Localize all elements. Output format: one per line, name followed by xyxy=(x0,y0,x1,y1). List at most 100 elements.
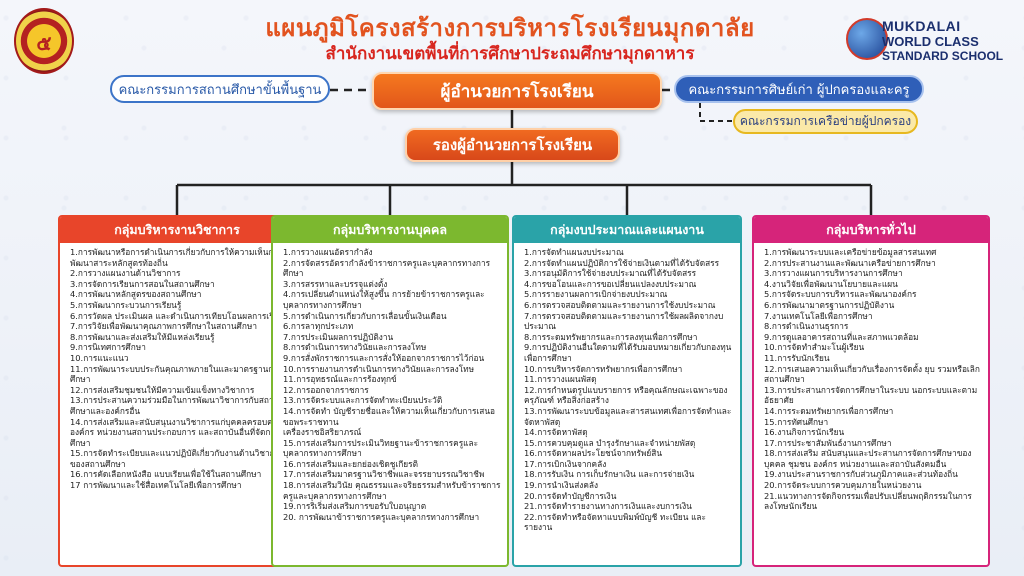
task-item: 17.การเบิกเงินจากคลัง xyxy=(524,458,607,469)
task-item: 6.การตรวจสอบติดตามและรายงานการใช้งบประมา… xyxy=(524,299,716,310)
globe-icon xyxy=(846,18,888,60)
task-item: 9.การสั่งพักราชการและการสั่งให้ออกจากราช… xyxy=(283,352,485,363)
logo-line-1: MUKDALAI xyxy=(882,18,961,34)
task-item: 2.การวางแผนงานด้านวิชาการ xyxy=(70,268,181,279)
task-item: 4.งานวิจัยเพื่อพัฒนานโยบายและแผน xyxy=(764,278,898,289)
task-item: 5.การดำเนินการเกี่ยวกับการเลื่อนขั้นเงิน… xyxy=(283,310,447,321)
task-item: 15.การจัดทำระเบียบและแนวปฏิบัติเกี่ยวกับ… xyxy=(70,448,284,469)
task-item: 12.การออกจากราชการ xyxy=(283,384,369,395)
task-item: 10.การบริหารจัดการทรัพยากรเพื่อการศึกษา xyxy=(524,363,683,374)
task-item: 3.การสรรหาและบรรจุแต่งตั้ง xyxy=(283,278,388,289)
task-item: 14.การส่งเสริมและสนับสนุนงานวิชาการแก่บุ… xyxy=(70,416,282,448)
task-item: 15.การควบคุมดูแล บำรุงรักษาและจำหน่ายพัส… xyxy=(524,437,696,448)
emblem-numeral: ๕ xyxy=(36,31,52,55)
task-item: 13.การประสานการจัดการศึกษาในระบบ นอกระบบ… xyxy=(764,384,978,406)
task-item: 13.การประสานความร่วมมือในการพัฒนาวิชาการ… xyxy=(70,395,280,416)
budget-group-panel: กลุ่มงบประมาณและแผนงาน 1.การจัดทำแผนงบปร… xyxy=(512,215,742,567)
task-item: 3.การจัดการเรียนการสอนในสถานศึกษา xyxy=(70,278,215,289)
task-item: 5.การรายงานผลการเบิกจ่ายงบประมาณ xyxy=(524,289,668,300)
task-item: 20.การจัดระบบการควบคุมภายในหน่วยงาน xyxy=(764,480,922,491)
task-item: 19.งานประสานราชการกับส่วนภูมิภาคและส่วนท… xyxy=(764,469,958,480)
task-item: 6.การวัดผล ประเมินผล และดำเนินการเทียบโอ… xyxy=(70,310,285,321)
task-item: 11.การรับนักเรียน xyxy=(764,352,830,363)
task-item: 1.การพัฒนาระบบและเครือข่ายข้อมูลสารสนเทศ xyxy=(764,247,937,257)
task-item: 2.การจัดสรรอัตรากำลังข้าราชการครูและบุคล… xyxy=(283,257,491,279)
task-item: 5.การพัฒนากระบวนการเรียนรู้ xyxy=(70,299,182,310)
budget-group-header: กลุ่มงบประมาณและแผนงาน xyxy=(514,217,740,243)
task-item: 5.การจัดระบบการบริหารและพัฒนาองค์กร xyxy=(764,289,917,300)
task-item: 9.การปฏิบัติงานอื่นใดตามที่ได้รับมอบหมาย… xyxy=(524,342,732,363)
task-item: 19.การริเริ่มส่งเสริมการขอรับใบอนุญาต xyxy=(283,501,427,512)
task-item: 21.การจัดทำรายงานทางการเงินและงบการเงิน xyxy=(524,501,692,512)
academic-group-header: กลุ่มบริหารงานวิชาการ xyxy=(60,217,294,243)
task-item: 20.การจัดทำบัญชีการเงิน xyxy=(524,490,617,501)
basic-education-board-box: คณะกรรมการสถานศึกษาขั้นพื้นฐาน xyxy=(110,75,330,103)
task-item: 1.การจัดทำแผนงบประมาณ xyxy=(524,247,624,257)
task-item: 6.การลาทุกประเภท xyxy=(283,321,354,332)
task-item: 22.การจัดทำหรือจัดหาแบบพิมพ์บัญชี ทะเบีย… xyxy=(524,511,706,533)
task-item: 10.การแนะแนว xyxy=(70,352,129,363)
world-class-logo: MUKDALAI WORLD CLASS STANDARD SCHOOL xyxy=(842,12,1018,70)
general-task-list: 1.การพัฒนาระบบและเครือข่ายข้อมูลสารสนเทศ… xyxy=(754,243,988,512)
task-item: 7.งานเทคโนโลยีเพื่อการศึกษา xyxy=(764,310,873,321)
task-item: เครื่องราชอิสริยาภรณ์ xyxy=(283,427,362,438)
task-item: 7.การตรวจสอบติดตามและรายงานการใช้ผลผลิตจ… xyxy=(524,310,724,332)
task-item: 2.การประสานงานและพัฒนาเครือข่ายการศึกษา xyxy=(764,257,936,268)
task-item: 17.การส่งเสริมมาตรฐานวิชาชีพและจรรยาบรรณ… xyxy=(283,469,485,480)
task-item: 15.การส่งเสริมการประเมินวิทยฐานะข้าราชกา… xyxy=(283,437,479,459)
task-item: 20. การพัฒนาข้าราชการครูและบุคลากรทางการ… xyxy=(283,511,480,522)
personnel-group-header: กลุ่มบริหารงานบุคคล xyxy=(273,217,507,243)
task-item: 3.การอนุมัติการใช้จ่ายงบประมาณที่ได้รับจ… xyxy=(524,268,697,279)
task-item: 17.การประชาสัมพันธ์งานการศึกษา xyxy=(764,437,892,448)
task-item: 9.การดูแลอาคารสถานที่และสภาพแวดล้อม xyxy=(764,331,919,342)
task-item: 15.การทัศนศึกษา xyxy=(764,416,829,427)
task-item: 4.การพัฒนาหลักสูตรของสถานศึกษา xyxy=(70,289,202,300)
task-item: 14.การจัดหาพัสดุ xyxy=(524,427,588,438)
task-item: 11.การอุทธรณ์และการร้องทุกข์ xyxy=(283,374,397,385)
task-item: 16.การจัดหาผลประโยชน์จากทรัพย์สิน xyxy=(524,448,662,459)
general-group-header: กลุ่มบริหารทั่วไป xyxy=(754,217,988,243)
page-title: แผนภูมิโครงสร้างการบริหารโรงเรียนมุกดาลั… xyxy=(265,14,755,42)
school-emblem-logo: ๕ xyxy=(14,8,74,74)
task-item: 21.แนวทางการจัดกิจกรรมเพื่อปรับเปลี่ยนพฤ… xyxy=(764,490,972,512)
task-item: 14.การจัดทำ บัญชีรายชื่อและให้ความเห็นเก… xyxy=(283,405,495,427)
task-item: 2.การจัดทำแผนปฏิบัติการใช้จ่ายเงินตามที่… xyxy=(524,257,720,268)
task-item: 10.การรายงานการดำเนินการทางวินัยและการลง… xyxy=(283,363,475,374)
task-item: 10.การจัดทำสำมะโนผู้เรียน xyxy=(764,342,865,353)
alumni-parents-teachers-box: คณะกรรมการศิษย์เก่า ผู้ปกครองและครู xyxy=(674,75,924,103)
task-item: 4.การเปลี่ยนตำแหน่งให้สูงขึ้น การย้ายข้า… xyxy=(283,289,485,310)
general-group-panel: กลุ่มบริหารทั่วไป 1.การพัฒนาระบบและเครือ… xyxy=(752,215,990,567)
task-item: 16.งานกิจการนักเรียน xyxy=(764,427,845,438)
task-item: 17 การพัฒนาและใช้สื่อเทคโนโลยีเพื่อการศึ… xyxy=(70,480,242,491)
task-item: 18.การส่งเสริมวินัย คุณธรรมและจริยธรรมสำ… xyxy=(283,480,501,501)
task-item: 16.การคัดเลือกหนังสือ แบบเรียนเพื่อใช้ใน… xyxy=(70,469,262,480)
task-item: 18.การรับเงิน การเก็บรักษาเงิน และการจ่า… xyxy=(524,469,695,480)
task-item: 11.การพัฒนาระบบประกันคุณภาพภายในและมาตรฐ… xyxy=(70,363,283,385)
task-item: 8.การดำเนินงานธุรการ xyxy=(764,321,849,332)
task-item: 7.การวิจัยเพื่อพัฒนาคุณภาพการศึกษาในสถาน… xyxy=(70,321,257,332)
task-item: 12.การกำหนดรูปแบบรายการ หรือคุณลักษณะเฉพ… xyxy=(524,384,728,406)
academic-task-list: 1.การพัฒนาหรือการดำเนินการเกี่ยวกับการให… xyxy=(60,243,294,491)
task-item: 3.การวางแผนการบริหารงานการศึกษา xyxy=(764,268,903,279)
deputy-director-box: รองผู้อำนวยการโรงเรียน xyxy=(405,128,620,162)
page-subtitle: สำนักงานเขตพื้นที่การศึกษาประถมศึกษามุกด… xyxy=(325,44,695,64)
task-item: 11.การวางแผนพัสดุ xyxy=(524,374,597,385)
task-item: 18.การส่งเสริม สนับสนุนและประสานการจัดกา… xyxy=(764,448,972,469)
task-item: 8.การพัฒนาและส่งเสริมให้มีแหล่งเรียนรู้ xyxy=(70,331,215,342)
logo-line-2: WORLD CLASS xyxy=(882,34,979,49)
task-item: 14.การระดมทรัพยากรเพื่อการศึกษา xyxy=(764,405,894,416)
task-item: 7.การประเมินผลการปฏิบัติงาน xyxy=(283,331,394,342)
parent-network-box: คณะกรรมการเครือข่ายผู้ปกครอง xyxy=(733,109,918,134)
task-item: 13.การพัฒนาระบบข้อมูลและสารสนเทศเพื่อการ… xyxy=(524,405,732,427)
personnel-group-panel: กลุ่มบริหารงานบุคคล 1.การวางแผนอัตรากำลั… xyxy=(271,215,509,567)
logo-line-3: STANDARD SCHOOL xyxy=(882,49,1004,63)
task-item: 12.การเสนอความเห็นเกี่ยวกับเรื่องการจัดต… xyxy=(764,363,980,385)
task-item: 1.การพัฒนาหรือการดำเนินการเกี่ยวกับการให… xyxy=(70,247,283,268)
task-item: 8.การดำเนินการทางวินัยและการลงโทษ xyxy=(283,342,427,353)
director-box: ผู้อำนวยการโรงเรียน xyxy=(372,72,662,110)
task-item: 9.การนิเทศการศึกษา xyxy=(70,342,146,353)
task-item: 8.การระดมทรัพยากรและการลงทุนเพื่อการศึกษ… xyxy=(524,331,698,342)
